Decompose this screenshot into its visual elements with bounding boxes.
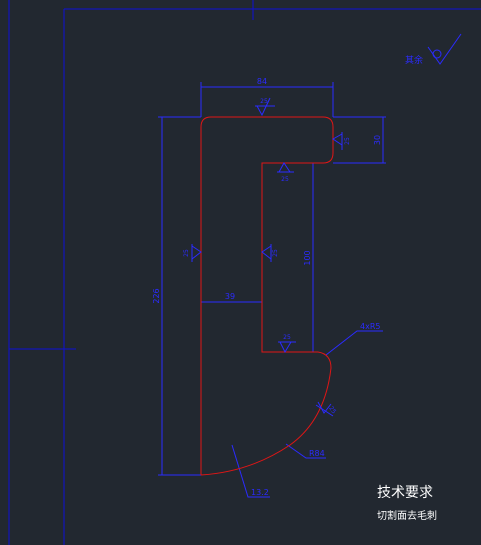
roughness-value-arc: 25: [327, 405, 337, 415]
roughness-symbol-left: [191, 245, 202, 260]
roughness-value-top: 25: [260, 98, 268, 105]
chamfer-leader: [325, 330, 383, 356]
dimension-lines: [158, 82, 386, 498]
dim-inner-height: 100: [303, 250, 312, 265]
roughness-value-left: 25: [183, 249, 190, 257]
roughness-value-inner-left: 25: [272, 249, 279, 257]
roughness-value-inner-top: 25: [281, 176, 289, 183]
other-surfaces-note: 其余: [405, 33, 462, 66]
roughness-symbol-inner-left: [261, 245, 272, 260]
roughness-symbol-right-top: [332, 133, 343, 146]
arc-radius-leader: [285, 443, 326, 459]
dim-13: 13.2: [251, 488, 269, 497]
dim-right-height: 30: [373, 135, 382, 145]
roughness-symbol-arc: [317, 401, 332, 414]
roughness-symbol-inner-top: [278, 162, 291, 173]
drawing-frame: [8, 0, 481, 545]
dim-top-width: 84: [257, 77, 267, 86]
dim-arc-radius: R84: [309, 449, 325, 458]
roughness-symbol-inner-bottom: [279, 341, 292, 354]
roughness-value-right-top: 25: [344, 137, 351, 145]
dim-total-height: 226: [152, 288, 161, 303]
tech-req-item: 切割面去毛刺: [377, 509, 437, 522]
roughness-symbols: [191, 97, 343, 417]
tech-req-title: 技术要求: [377, 485, 433, 501]
roughness-symbol-top: [256, 97, 271, 117]
dim-13-leader: [231, 444, 270, 498]
dim-inner-width: 39: [225, 292, 235, 301]
part-profile: [200, 116, 334, 476]
roughness-symbol-arc-bar: [315, 404, 334, 417]
dim-chamfer: 4xR5: [360, 322, 380, 331]
roughness-value-inner-bottom: 25: [283, 334, 291, 341]
roughness-symbol-general: [427, 33, 462, 65]
roughness-symbol-general-circle: [432, 49, 442, 59]
other-surfaces-label: 其余: [405, 54, 423, 66]
